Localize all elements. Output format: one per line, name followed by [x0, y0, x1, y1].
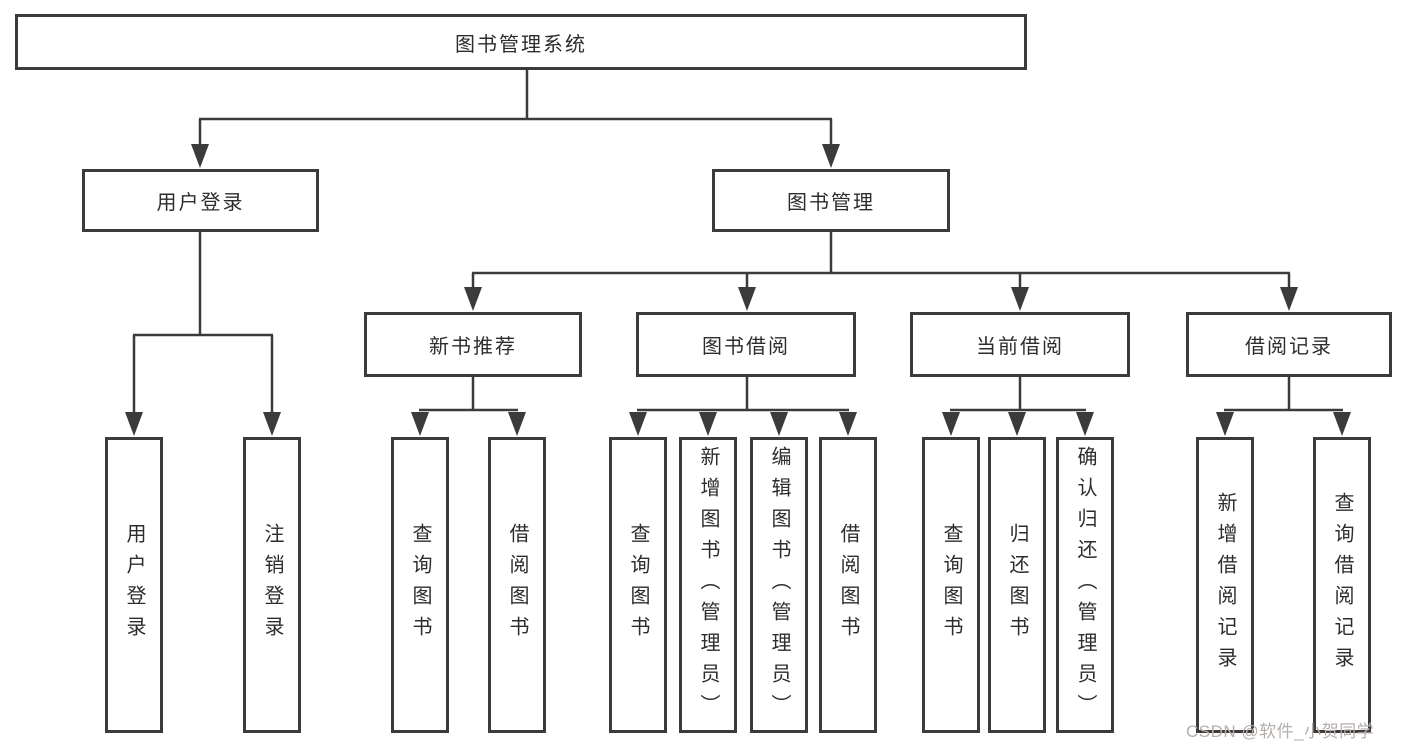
leaf-borrow-borrow-book-label: 借阅图书 [837, 523, 859, 647]
leaf-record-add-record-label: 新增借阅记录 [1214, 492, 1236, 678]
leaf-borrow-add-book-admin-label: 新增图书（管理员） [697, 445, 719, 725]
node-borrow-record: 借阅记录 [1186, 312, 1392, 377]
leaf-rec-query-book-label: 查询图书 [409, 523, 431, 647]
arrowheads [125, 144, 1351, 436]
leaf-current-confirm-return-admin: 确认归还（管理员） [1056, 437, 1114, 733]
leaf-current-confirm-return-admin-label: 确认归还（管理员） [1074, 445, 1096, 725]
leaf-current-query-book-label: 查询图书 [940, 523, 962, 647]
leaf-record-query-record-label: 查询借阅记录 [1331, 492, 1353, 678]
node-new-book-recommend: 新书推荐 [364, 312, 582, 377]
csdn-watermark: CSDN @软件_小贺同学 [1186, 722, 1375, 741]
leaf-record-add-record: 新增借阅记录 [1196, 437, 1254, 733]
leaf-borrow-edit-book-admin: 编辑图书（管理员） [750, 437, 808, 733]
leaf-borrow-add-book-admin: 新增图书（管理员） [679, 437, 737, 733]
node-user-login: 用户登录 [82, 169, 319, 232]
leaf-borrow-query-book-label: 查询图书 [627, 523, 649, 647]
leaf-user-login: 用户登录 [105, 437, 163, 733]
node-root: 图书管理系统 [15, 14, 1027, 70]
leaf-current-return-book-label: 归还图书 [1006, 523, 1028, 647]
leaf-rec-query-book: 查询图书 [391, 437, 449, 733]
leaf-user-login-label: 用户登录 [123, 523, 145, 647]
leaf-record-query-record: 查询借阅记录 [1313, 437, 1371, 733]
leaf-logout-label: 注销登录 [261, 523, 283, 647]
leaf-logout: 注销登录 [243, 437, 301, 733]
leaf-borrow-query-book: 查询图书 [609, 437, 667, 733]
leaf-current-query-book: 查询图书 [922, 437, 980, 733]
node-current-borrow: 当前借阅 [910, 312, 1130, 377]
leaf-current-return-book: 归还图书 [988, 437, 1046, 733]
leaf-rec-borrow-book: 借阅图书 [488, 437, 546, 733]
leaf-borrow-edit-book-admin-label: 编辑图书（管理员） [768, 445, 790, 725]
leaf-borrow-borrow-book: 借阅图书 [819, 437, 877, 733]
node-book-borrow: 图书借阅 [636, 312, 856, 377]
leaf-rec-borrow-book-label: 借阅图书 [506, 523, 528, 647]
node-book-management: 图书管理 [712, 169, 950, 232]
